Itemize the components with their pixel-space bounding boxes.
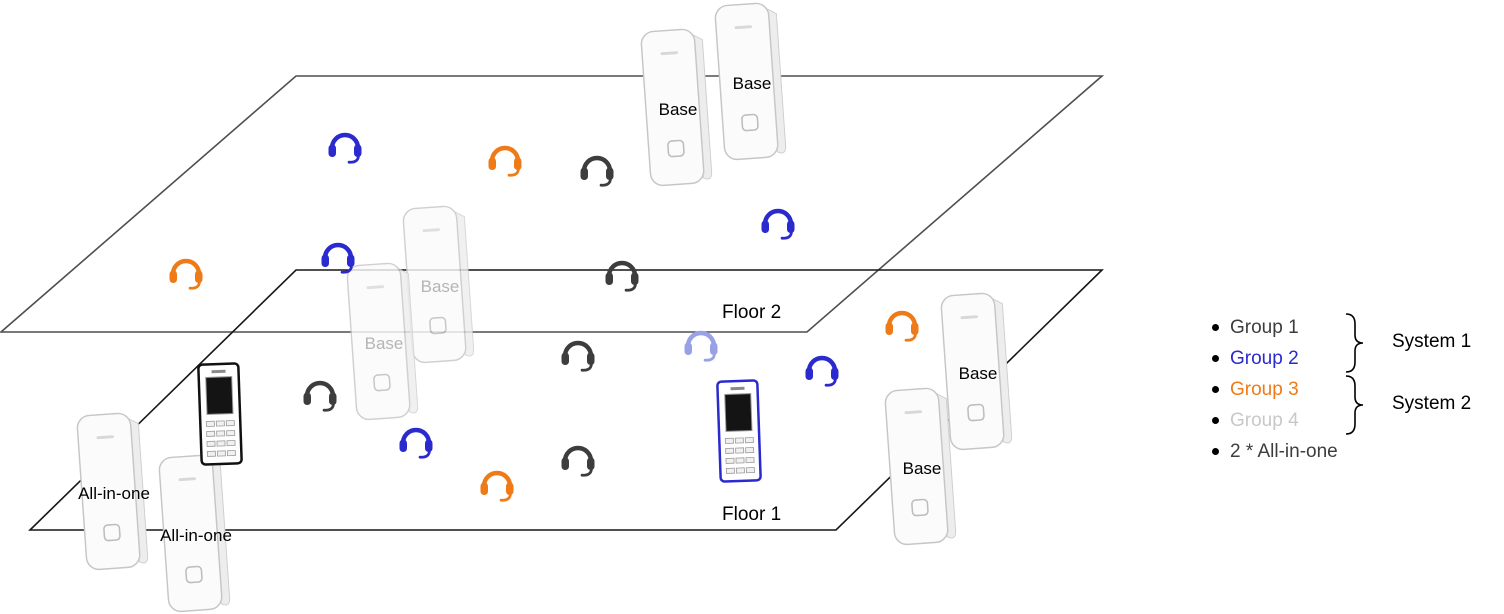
headset-icon	[577, 147, 617, 187]
system1-label: System 1	[1392, 331, 1472, 352]
device-label: Base	[364, 334, 404, 353]
bullet-icon	[1212, 355, 1219, 362]
base-station: Base	[344, 260, 424, 425]
handset-device	[717, 379, 761, 483]
headset-icon	[300, 372, 340, 412]
all-in-one-device: All-in-one	[156, 452, 236, 614]
device-label: All-in-one	[160, 526, 232, 545]
bullet-icon	[1212, 448, 1219, 455]
handset-icon	[715, 378, 763, 483]
all-in-one-device: All-in-one	[74, 410, 154, 575]
system2-brace-icon	[1345, 375, 1364, 435]
headset-icon	[325, 124, 365, 164]
device-label: Base	[958, 364, 998, 383]
headset-icon	[681, 322, 721, 362]
system1-brace-icon	[1345, 313, 1364, 373]
headset-icon	[882, 302, 922, 342]
legend-label: Group 1	[1230, 316, 1299, 338]
device-label: Base	[658, 100, 698, 119]
handset-icon	[196, 361, 244, 466]
headset-icon	[602, 252, 642, 292]
floor2-label: Floor 2	[722, 302, 782, 323]
handset-device	[198, 362, 242, 466]
headset-icon	[558, 332, 598, 372]
system2-label: System 2	[1392, 393, 1472, 414]
base-station: Base	[638, 26, 718, 191]
bullet-icon	[1212, 324, 1219, 331]
base-station: Base	[712, 0, 792, 165]
headset-icon	[318, 234, 358, 274]
headset-icon	[166, 250, 206, 290]
legend-item-group1: Group 1	[1212, 312, 1338, 343]
device-label: Base	[902, 459, 942, 478]
legend: Group 1 Group 2 Group 3 Group 4 2 * All-…	[1212, 312, 1338, 467]
legend-label: Group 3	[1230, 378, 1299, 400]
bullet-icon	[1212, 417, 1219, 424]
bullet-icon	[1212, 386, 1219, 393]
floor1-label: Floor 1	[722, 504, 782, 525]
legend-label: 2 * All-in-one	[1230, 440, 1338, 462]
legend-label: Group 4	[1230, 409, 1299, 431]
legend-label: Group 2	[1230, 347, 1299, 369]
legend-item-all-in-one: 2 * All-in-one	[1212, 436, 1338, 467]
headset-icon	[485, 137, 525, 177]
headset-icon	[558, 437, 598, 477]
legend-item-group3: Group 3	[1212, 374, 1338, 405]
headset-icon	[802, 347, 842, 387]
headset-icon	[758, 200, 798, 240]
base-station: Base	[882, 385, 962, 550]
headset-icon	[396, 419, 436, 459]
legend-item-group4: Group 4	[1212, 405, 1338, 436]
legend-item-group2: Group 2	[1212, 343, 1338, 374]
headset-icon	[477, 462, 517, 502]
